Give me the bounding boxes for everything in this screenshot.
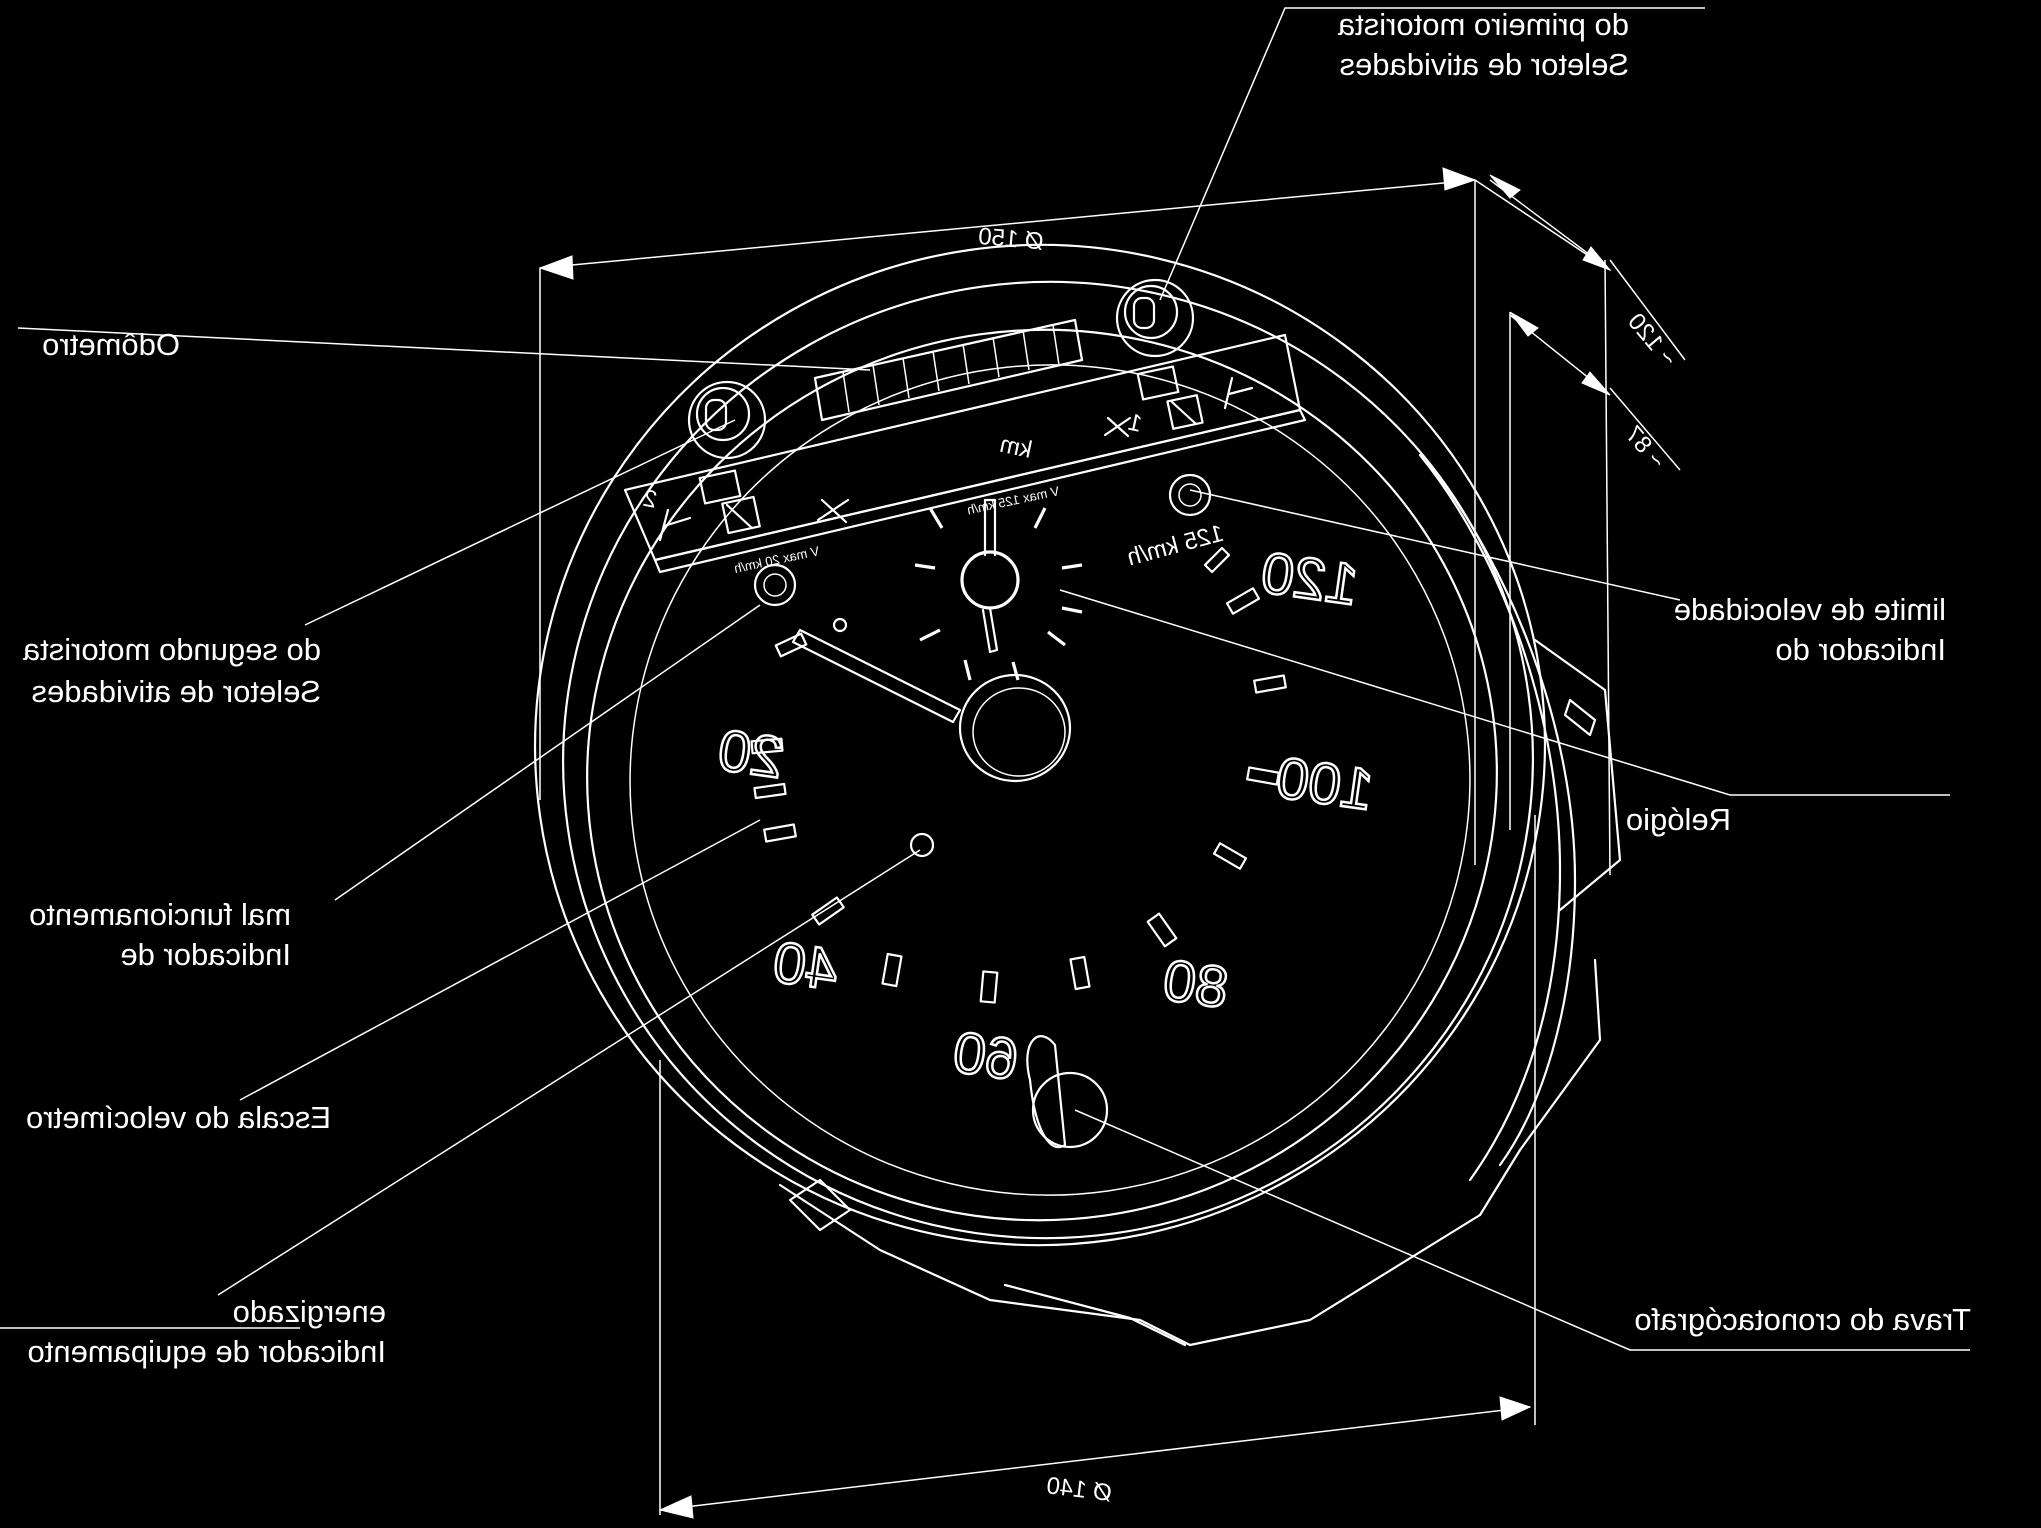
bed-icon	[658, 376, 1254, 542]
label-driver1-selector-line2: do primeiro motorista	[1337, 7, 1629, 42]
activity-selector-knob-icon[interactable]	[687, 278, 1195, 460]
clock	[914, 498, 1083, 681]
speed-scale-numerals: 20 40 60 80 100 120	[713, 539, 1378, 1094]
top-control-panel: 2 km 1 V max 20 km/h V max 125 km/h	[623, 318, 1307, 576]
lock-key-icon[interactable]	[1026, 1035, 1109, 1149]
malfunction-lamp-icon	[753, 563, 797, 607]
label-malfunction-line2: mal funcionamento	[29, 897, 291, 932]
label-speed-scale: Escala do velocímetro	[26, 1100, 331, 1135]
callout-labels: Odômetro do segundo motorista Seletor de…	[22, 7, 1971, 1507]
dial-number-80: 80	[1159, 948, 1232, 1021]
dimension-top-diameter: Ø 150	[977, 223, 1044, 256]
panel-km-label: km	[997, 431, 1034, 464]
label-odometer: Odômetro	[42, 327, 180, 362]
label-speed-limit-line2: limite de velocidade	[1674, 592, 1946, 627]
speed-scale-ticks	[750, 546, 1287, 1004]
crossed-hammers-icon	[816, 416, 1132, 524]
label-power-line1: Indicador de equipamento	[28, 1334, 386, 1369]
panel-driver1-label: 1	[1126, 409, 1145, 438]
label-lock: Trava do cronotacógrafo	[1634, 1302, 1971, 1337]
label-speed-limit-line1: Indicador do	[1775, 632, 1946, 667]
power-lamp-icon	[909, 832, 935, 858]
panel-driver2-label: 2	[641, 485, 660, 514]
box-symbols	[698, 365, 1204, 535]
dial-number-20: 20	[714, 718, 787, 791]
label-driver2-selector-line1: Seletor de atividades	[31, 674, 321, 709]
dial-number-60: 60	[949, 1020, 1022, 1093]
dial-number-100: 100	[1272, 745, 1377, 823]
dial-bezel	[533, 243, 1547, 1247]
label-driver1-selector-line1: Seletor de atividades	[1339, 47, 1629, 82]
label-power-line2: energizado	[233, 1294, 386, 1329]
speed-needle	[791, 617, 1072, 783]
dial-number-120: 120	[1257, 540, 1362, 618]
dimension-lines	[538, 167, 1686, 1519]
dial-number-40: 40	[769, 930, 842, 1003]
label-malfunction-line1: Indicador de	[120, 937, 291, 972]
leader-lines	[0, 7, 1970, 1351]
device-housing	[778, 453, 1622, 1347]
label-clock: Relógio	[1626, 802, 1731, 837]
label-driver2-selector-line2: do segundo motorista	[22, 632, 321, 667]
odometer-window	[813, 318, 1084, 422]
